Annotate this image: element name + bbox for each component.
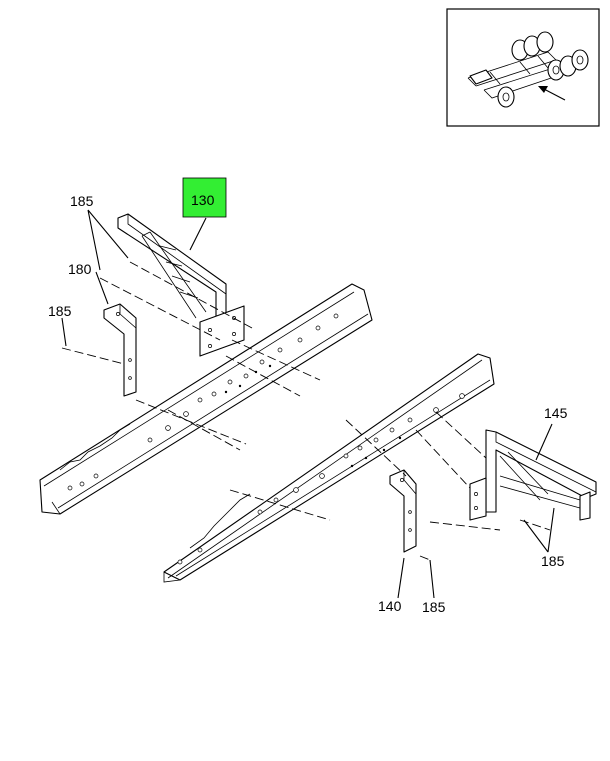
support-140 [389,469,417,553]
bracket-130 [117,213,245,357]
support-180 [103,303,137,397]
callout-180[interactable]: 180 [68,261,92,277]
locator-inset [446,8,600,127]
leader-lines [61,209,555,599]
callout-185-upper-left[interactable]: 185 [70,193,94,209]
callout-185-bottom[interactable]: 185 [422,599,446,615]
callout-130[interactable]: 130 [191,192,215,208]
callout-140[interactable]: 140 [378,598,402,614]
callout-130-highlight [182,177,227,218]
bracket-145 [469,429,597,521]
callouts: 130 185 180 185 145 185 140 185 [48,177,568,615]
frame-rail-right [163,353,495,583]
callout-145[interactable]: 145 [544,405,568,421]
frame-rail-left [39,283,373,515]
callout-185-left[interactable]: 185 [48,303,72,319]
callout-185-right[interactable]: 185 [541,553,565,569]
alignment-lines [61,261,551,561]
